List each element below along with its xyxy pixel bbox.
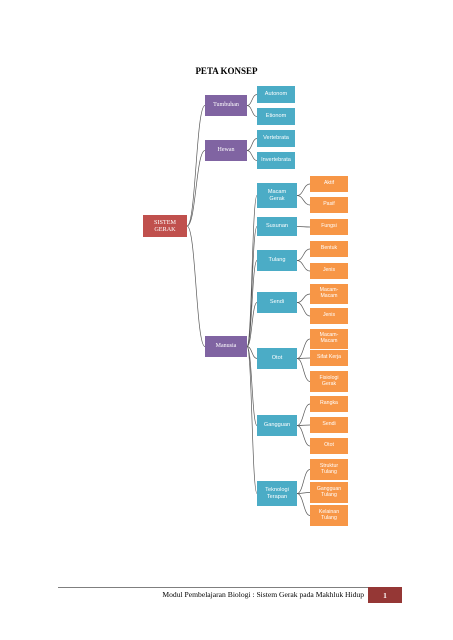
node-macam-gerak: Macam Gerak [257, 183, 297, 208]
connector-line [296, 338, 311, 359]
connector-line [296, 403, 311, 426]
connector-line [246, 346, 258, 494]
footer-text: Modul Pembelajaran Biologi : Sistem Gera… [162, 590, 364, 599]
leaf-struktur-tulang: Struktur Tulang [310, 459, 348, 480]
connector-line [296, 357, 311, 359]
node-sendi: Sendi [257, 292, 297, 313]
node-etionom: Etionom [257, 108, 295, 125]
connector-line [296, 226, 311, 228]
leaf-gangguan-tulang: Gangguan Tulang [310, 482, 348, 503]
leaf-kelainan-tulang: Kelainan Tulang [310, 505, 348, 526]
node-otot: Otot [257, 348, 297, 369]
node-gangguan: Gangguan [257, 415, 297, 436]
leaf-jenis-sendi: Jenis [310, 308, 348, 324]
node-vertebrata: Vertebrata [257, 130, 295, 147]
root-node: SISTEM GERAK [143, 215, 187, 237]
branch-tumbuhan: Tumbuhan [205, 95, 247, 116]
leaf-otot-gangguan: Otot [310, 438, 348, 454]
node-susunan: Susunan [257, 217, 297, 236]
node-tulang: Tulang [257, 250, 297, 271]
leaf-rangka: Rangka [310, 396, 348, 412]
connector-line [296, 260, 311, 272]
connector-line [246, 226, 258, 347]
connector-line [186, 105, 206, 227]
connector-line [296, 358, 311, 382]
leaf-pasif: Pasif [310, 197, 348, 213]
node-teknologi-terapan: Teknologi Terapan [257, 481, 297, 506]
leaf-fisiologi-gerak: Fisiologi Gerak [310, 371, 348, 392]
leaf-sendi-gangguan: Sendi [310, 417, 348, 433]
connector-line [186, 225, 206, 347]
connector-line [246, 150, 258, 161]
connector-line [296, 493, 311, 516]
connector-line [246, 260, 258, 347]
branch-manusia: Manusia [205, 336, 247, 357]
connector-line [296, 183, 311, 196]
connector-line [296, 293, 311, 303]
footer-divider [58, 587, 402, 588]
connector-line [186, 150, 206, 227]
branch-hewan: Hewan [205, 140, 247, 161]
leaf-fungsi: Fungsi [310, 219, 348, 235]
connector-line [296, 424, 311, 426]
page-title: PETA KONSEP [195, 66, 258, 76]
leaf-sifat-kerja: Sifat Kerja [310, 350, 348, 366]
node-autonom: Autonom [257, 86, 295, 103]
connector-line [246, 94, 258, 106]
leaf-macam-macam-sendi: Macam-Macam [310, 284, 348, 304]
connector-line [296, 302, 311, 317]
connector-line [246, 105, 258, 117]
connector-line [246, 346, 258, 359]
connector-line [296, 248, 311, 261]
page-number: 1 [368, 587, 402, 603]
connector-line [246, 302, 258, 347]
connector-line [246, 346, 258, 426]
connector-line [246, 138, 258, 151]
connector-line [296, 492, 311, 494]
leaf-jenis-tulang: Jenis [310, 263, 348, 279]
leaf-bentuk: Bentuk [310, 241, 348, 257]
connector-line [296, 425, 311, 447]
leaf-macam-macam-otot: Macam-Macam [310, 329, 348, 349]
leaf-aktif: Aktif [310, 176, 348, 192]
connector-line [296, 195, 311, 206]
node-invertebrata: Invertebrata [257, 152, 295, 169]
connector-line [296, 469, 311, 494]
